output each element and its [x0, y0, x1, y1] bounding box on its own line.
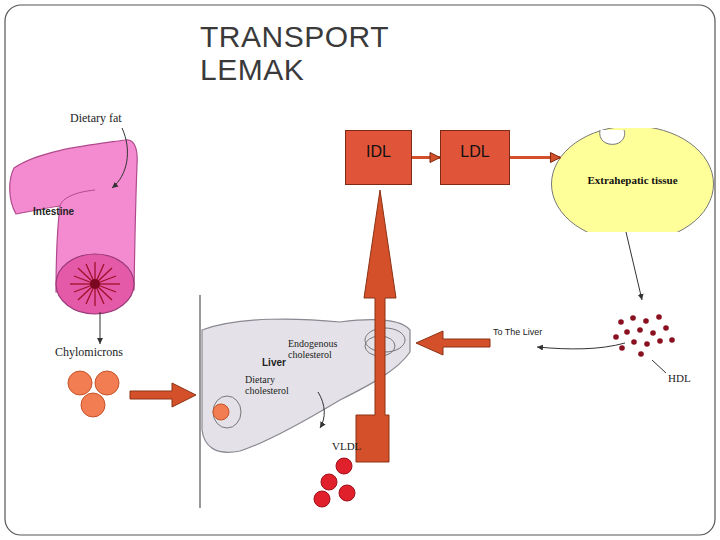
leader-arrow	[112, 128, 127, 188]
slide-border	[5, 5, 715, 535]
annotation: Dietary cholesterol	[245, 374, 305, 396]
tissue-ellipse: Extrahepatic tissue	[550, 128, 715, 232]
annotation: To The Liver	[493, 328, 542, 338]
leader-line	[652, 360, 666, 373]
leader-arrow	[318, 392, 324, 428]
annotation: Dietary fat	[70, 112, 122, 125]
leader-arrow	[537, 343, 625, 349]
cholesterol-oval	[213, 396, 241, 428]
annotation: HDL	[668, 372, 691, 384]
vldl-particles	[314, 458, 355, 507]
connector-arrow	[510, 153, 560, 163]
leader-arrow	[626, 232, 642, 300]
annotation: VLDL	[332, 440, 361, 452]
divider-line	[199, 295, 201, 508]
slide-title: TRANSPORT LEMAK	[200, 20, 440, 86]
arrow-head	[430, 153, 440, 163]
leader-arrow	[100, 312, 101, 344]
big-arrow	[356, 190, 396, 462]
node-text: Extrahepatic tissue	[587, 174, 677, 186]
arrow-head	[550, 153, 560, 163]
connector-arrow	[412, 153, 440, 163]
node-text: IDL	[366, 143, 391, 161]
lumen-center	[90, 279, 100, 289]
villi	[70, 262, 120, 306]
lipoprotein-box: LDL	[440, 130, 510, 185]
organ-label: Intestine	[33, 206, 74, 217]
annotation: Chylomicrons	[55, 346, 123, 359]
chylomicron-remnant	[213, 404, 229, 420]
intestine-fold	[60, 190, 95, 206]
intestine-lumen	[56, 254, 134, 314]
hdl-particles	[613, 314, 675, 357]
chylomicron-particles	[68, 371, 119, 417]
connector-line	[510, 156, 560, 159]
connector-line	[412, 156, 440, 159]
big-arrow	[130, 383, 196, 407]
annotation: Endogenous cholesterol	[288, 338, 360, 360]
lipoprotein-box: IDL	[345, 130, 412, 185]
organ-label: Liver	[262, 357, 286, 368]
node-text: LDL	[460, 143, 489, 161]
big-arrow	[416, 331, 490, 355]
